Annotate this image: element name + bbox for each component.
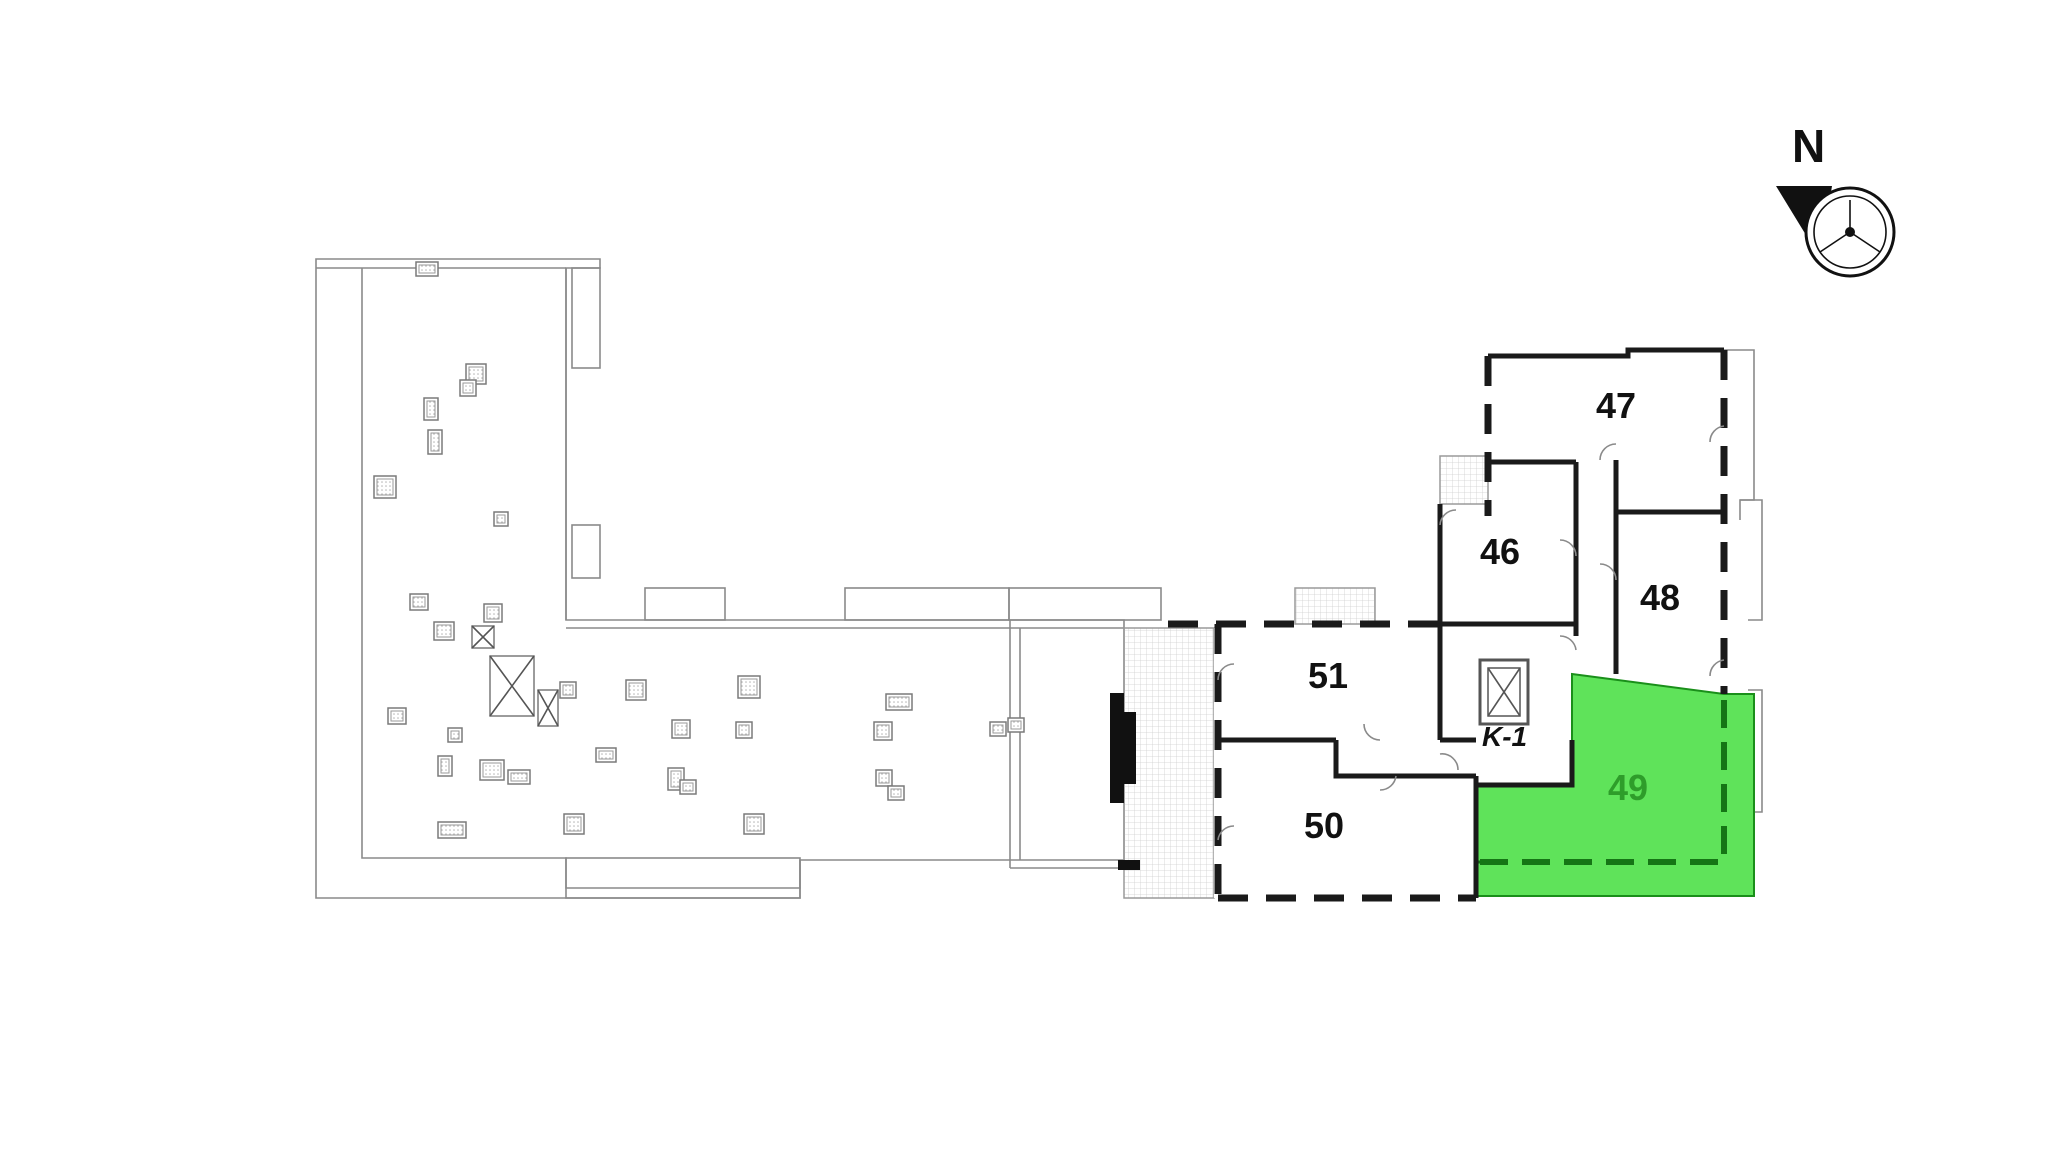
roof-vent-inner	[468, 366, 484, 382]
unit-label-k1[interactable]: K-1	[1482, 721, 1527, 752]
north-compass: N	[1776, 120, 1896, 278]
roof-vent-inner	[418, 264, 436, 274]
roof-vent-inner	[390, 710, 404, 722]
roof-vent-inner	[482, 762, 502, 778]
roof-vent-inner	[430, 432, 440, 452]
roof-vent-inner	[628, 682, 644, 698]
roof-vent-inner	[426, 400, 436, 418]
roof-vents	[373, 261, 1025, 839]
roof-vent-inner	[440, 758, 450, 774]
unit-label-46[interactable]: 46	[1480, 531, 1520, 572]
roof-vent-inner	[740, 678, 758, 696]
roof-vent-inner	[738, 724, 750, 736]
roof-vent-inner	[562, 684, 574, 696]
unit-label-50[interactable]: 50	[1304, 805, 1344, 846]
roof-vent-inner	[450, 730, 460, 740]
roof-vent-inner	[746, 816, 762, 832]
roof-terrace	[315, 258, 1162, 899]
roof-vent-inner	[376, 478, 394, 496]
unit-label-51[interactable]: 51	[1308, 655, 1348, 696]
roof-vent-inner	[566, 816, 582, 832]
roof-vent-inner	[876, 724, 890, 738]
apartment-walls	[1168, 347, 1728, 902]
unit-label-49[interactable]: 49	[1608, 767, 1648, 808]
roof-vent-inner	[510, 772, 528, 782]
roof-vent-inner	[436, 624, 452, 638]
roof-vent-inner	[890, 788, 902, 798]
roof-vent-inner	[878, 772, 890, 784]
unit-label-48[interactable]: 48	[1640, 577, 1680, 618]
roof-vent-inner	[888, 696, 910, 708]
roof-vent-inner	[486, 606, 500, 620]
roof-vent-inner	[674, 722, 688, 736]
roof-vent-inner	[1010, 720, 1022, 730]
roof-vent-inner	[462, 382, 474, 394]
roof-vent-inner	[412, 596, 426, 608]
roof-vent-inner	[496, 514, 506, 524]
unit-labels: 47 46 48 51 K-1 49 50	[1304, 385, 1680, 846]
roof-vent-inner	[598, 750, 614, 760]
skylights	[471, 625, 559, 727]
compass-north-label: N	[1792, 120, 1825, 172]
roof-vent-inner	[992, 724, 1004, 734]
roof-vent-inner	[682, 782, 694, 792]
roof-vent-inner	[440, 824, 464, 836]
unit-label-47[interactable]: 47	[1596, 385, 1636, 426]
roof-vent-inner	[670, 770, 682, 788]
